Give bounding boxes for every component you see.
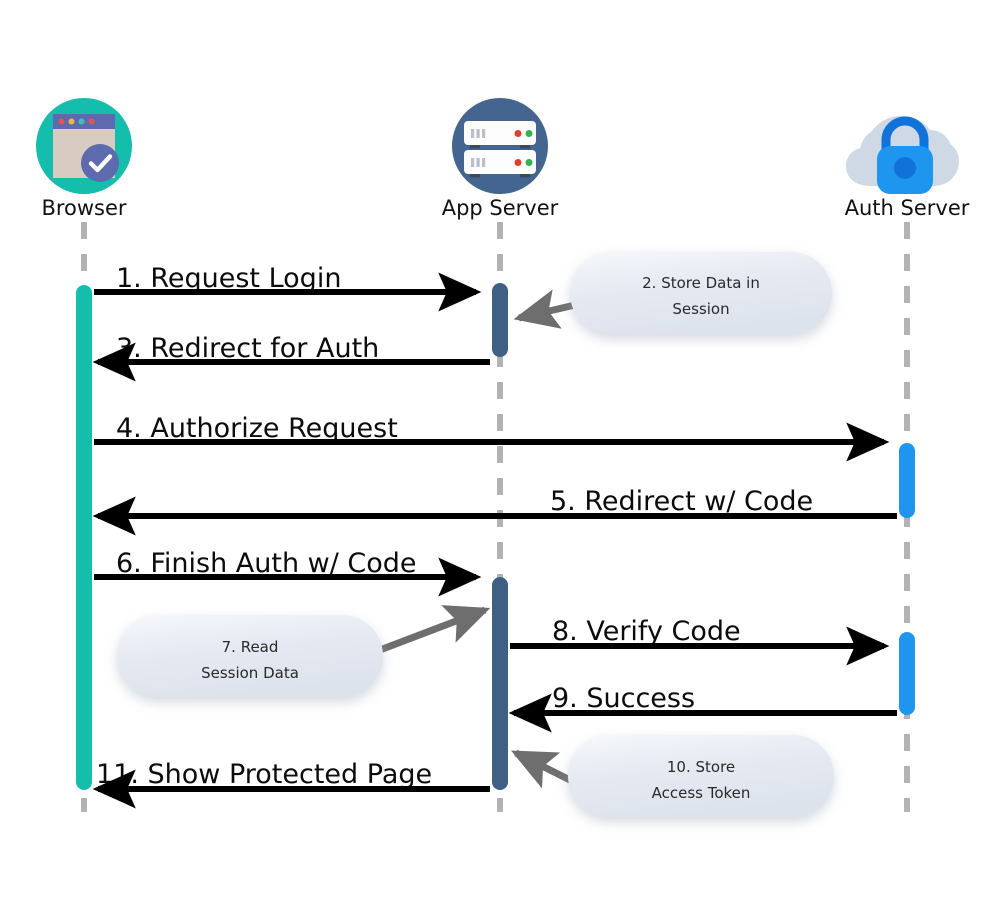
message-4[interactable]: 4. Authorize Request xyxy=(94,413,890,462)
message-8[interactable]: 8. Verify Code xyxy=(510,616,890,666)
note-2-connector xyxy=(513,289,576,329)
message-5[interactable]: 5. Redirect w/ Code xyxy=(92,486,897,536)
note-7-bubble xyxy=(117,615,383,697)
message-9[interactable]: 9. Success xyxy=(508,683,897,733)
note-10-connector xyxy=(510,749,576,789)
message-3-label: 3. Redirect for Auth xyxy=(116,333,379,364)
actor-label-auth-server: Auth Server xyxy=(845,196,970,220)
note-2-bubble xyxy=(570,252,832,334)
note-7[interactable]: 7. Read Session Data xyxy=(117,605,491,697)
message-3[interactable]: 3. Redirect for Auth xyxy=(92,333,490,382)
app-server-icon-background xyxy=(452,98,548,194)
message-6[interactable]: 6. Finish Auth w/ Code xyxy=(94,548,482,597)
note-10-bubble xyxy=(568,735,834,817)
message-1-label: 1. Request Login xyxy=(116,263,341,294)
actor-app-server[interactable]: App Server xyxy=(442,98,559,220)
browser-window-check-icon xyxy=(53,114,119,182)
message-11[interactable]: 11. Show Protected Page xyxy=(92,759,490,809)
note-7-line1: 7. Read xyxy=(222,638,279,656)
note-2-line2: Session xyxy=(672,300,729,318)
note-10[interactable]: 10. Store Access Token xyxy=(510,735,834,817)
actor-label-browser: Browser xyxy=(41,196,126,220)
message-1[interactable]: 1. Request Login xyxy=(94,263,482,312)
message-4-label: 4. Authorize Request xyxy=(116,413,398,444)
note-2[interactable]: 2. Store Data in Session xyxy=(513,252,832,334)
actor-label-app-server: App Server xyxy=(442,196,559,220)
message-6-label: 6. Finish Auth w/ Code xyxy=(116,548,417,579)
activation-bar-browser xyxy=(76,285,92,790)
note-7-line2: Session Data xyxy=(201,664,299,682)
server-rack-icon xyxy=(464,121,536,178)
note-10-line2: Access Token xyxy=(652,784,751,802)
note-7-connector xyxy=(378,605,491,654)
message-8-label: 8. Verify Code xyxy=(552,616,741,647)
message-9-label: 9. Success xyxy=(552,683,695,714)
activation-bar-app-server-1 xyxy=(492,283,508,357)
activation-bar-app-server-2 xyxy=(492,577,508,790)
activation-bars xyxy=(76,283,915,790)
note-2-line1: 2. Store Data in xyxy=(642,274,760,292)
actor-browser[interactable]: Browser xyxy=(36,98,132,220)
message-11-label: 11. Show Protected Page xyxy=(96,759,432,790)
message-5-label: 5. Redirect w/ Code xyxy=(550,486,813,517)
cloud-lock-icon xyxy=(846,116,959,194)
activation-bar-auth-server-1 xyxy=(899,443,915,518)
actor-auth-server[interactable]: Auth Server xyxy=(845,116,970,220)
activation-bar-auth-server-2 xyxy=(899,632,915,715)
note-10-line1: 10. Store xyxy=(667,758,735,776)
